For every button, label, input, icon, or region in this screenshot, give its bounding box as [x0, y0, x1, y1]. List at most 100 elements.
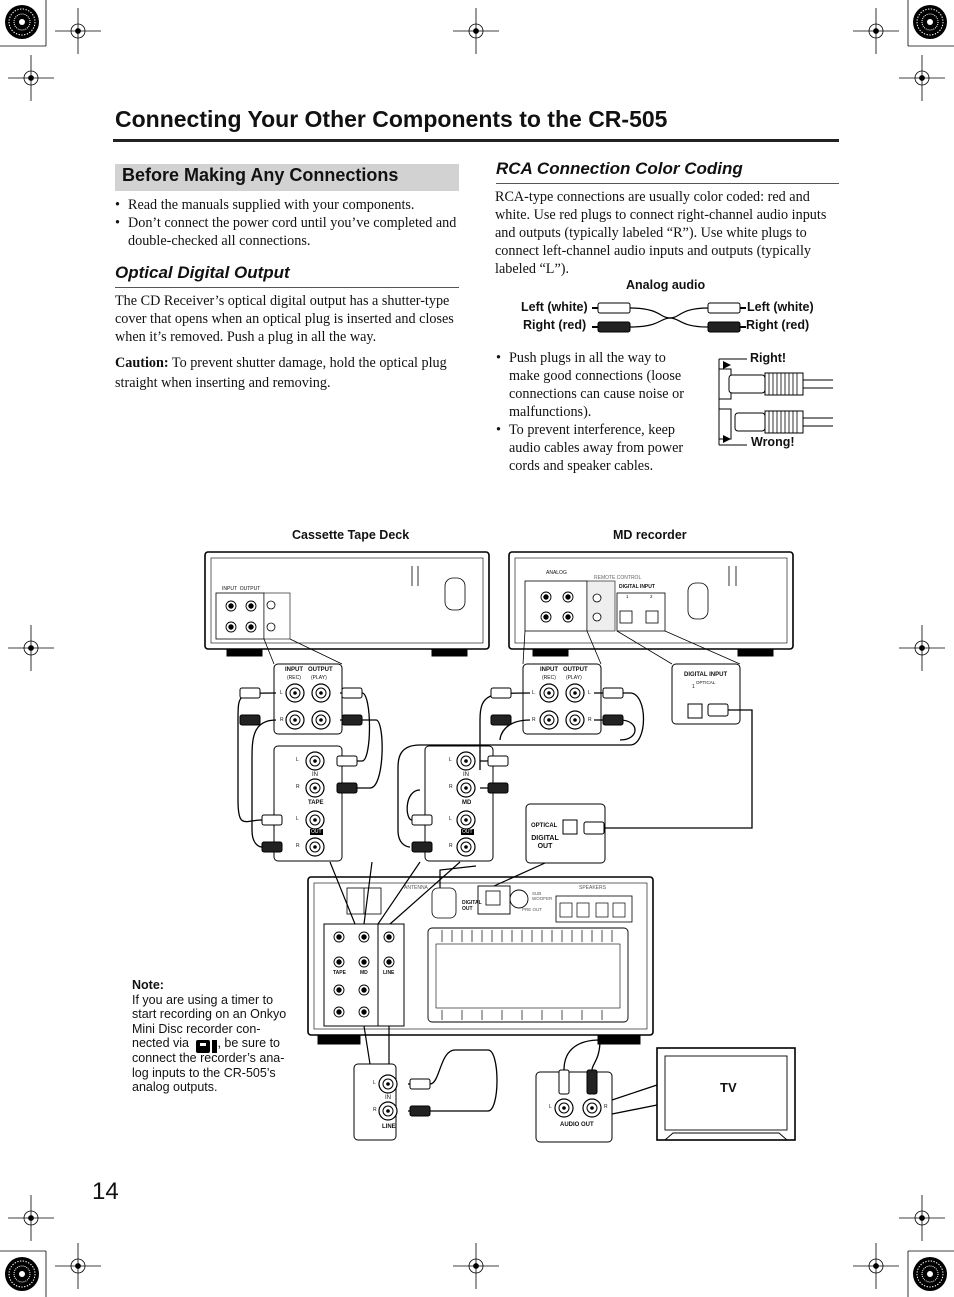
- md-label: MD: [462, 800, 472, 806]
- note-text-start: If you are using a timer to start record…: [132, 992, 287, 1051]
- tape-output-label: OUTPUT: [308, 667, 333, 673]
- digital-out-label: DIGITAL OUT: [531, 835, 559, 850]
- right-channel-label: R: [604, 1104, 608, 1110]
- page-title: Connecting Your Other Components to the …: [115, 106, 668, 132]
- left-channel-label: L: [296, 757, 299, 763]
- md-recorder: [508, 551, 794, 657]
- md-jack-panel: [522, 663, 602, 735]
- md-out-label: OUT: [461, 829, 474, 835]
- tv-line-label: LINE: [382, 1124, 396, 1130]
- caution-paragraph: Caution: To prevent shutter damage, hold…: [115, 353, 455, 393]
- receiver-md-label: MD: [360, 970, 368, 976]
- ri-remote-icon: [196, 1040, 217, 1053]
- tape-rec-label: (REC): [287, 675, 301, 681]
- cr-505-receiver: [307, 876, 654, 1045]
- optical-label: OPTICAL: [531, 823, 558, 829]
- tv-label: TV: [720, 1080, 737, 1095]
- left-channel-label: L: [449, 816, 452, 822]
- left-channel-label: L: [296, 816, 299, 822]
- md-input-label: INPUT: [540, 667, 558, 673]
- before-connections-list: Read the manuals supplied with your comp…: [115, 196, 460, 250]
- cassette-deck-label: Cassette Tape Deck: [292, 528, 410, 542]
- note-title: Note:: [132, 978, 164, 992]
- tv-in-label: IN: [385, 1095, 391, 1101]
- tape-label: TAPE: [308, 800, 324, 806]
- cassette-input-label: INPUT: [222, 586, 237, 592]
- section-rule: [496, 183, 839, 184]
- right-channel-label: R: [588, 717, 592, 723]
- white-plug-icon: [707, 302, 746, 314]
- sunburst-mark-icon: [5, 5, 39, 39]
- optical-heading: Optical Digital Output: [115, 263, 290, 282]
- left-white-label: Left (white): [747, 300, 814, 314]
- right-correct-label: Right!: [750, 351, 787, 365]
- md-remote-control-label: REMOTE CONTROL: [594, 575, 642, 581]
- crosshair-marks: [8, 8, 945, 1289]
- section-banner: Before Making Any Connections: [115, 164, 459, 191]
- pre-out-label: PRE OUT: [522, 907, 543, 912]
- analog-audio-label: Analog audio: [626, 278, 706, 292]
- md-digital-input-label: DIGITAL INPUT: [684, 672, 728, 678]
- sunburst-mark-icon: [913, 1257, 947, 1291]
- note-block: Note: If you are using a timer to start …: [132, 978, 297, 1095]
- arrow-icon: [723, 435, 731, 443]
- red-plug-icon: [707, 321, 746, 333]
- right-red-label: Right (red): [746, 318, 810, 332]
- rca-tips-list: Push plugs in all the way to make good c…: [496, 349, 696, 475]
- md-digital-input-2: 2: [650, 594, 653, 599]
- rca-paragraph: RCA-type connections are usually color c…: [495, 189, 827, 277]
- rca-cable-figure: [592, 302, 746, 333]
- cassette-deck: [204, 551, 490, 657]
- md-rec-label: (REC): [542, 675, 556, 681]
- right-channel-label: R: [296, 843, 300, 849]
- sunburst-mark-icon: [5, 1257, 39, 1291]
- md-optical-label: OPTICAL: [696, 680, 716, 685]
- md-digital-input-small-label: DIGITAL INPUT: [619, 584, 655, 590]
- caution-text: To prevent shutter damage, hold the opti…: [115, 355, 447, 391]
- right-red-label: Right (red): [523, 318, 587, 332]
- receiver-digital-out-label: DIGITAL OUT: [462, 900, 482, 912]
- left-channel-label: L: [532, 690, 535, 696]
- tape-in-label: IN: [312, 772, 318, 778]
- md-in-label: IN: [463, 772, 469, 778]
- tape-input-label: INPUT: [285, 667, 303, 673]
- left-channel-label: L: [449, 757, 452, 763]
- section-rule: [115, 287, 459, 288]
- left-channel-label: L: [373, 1080, 376, 1086]
- right-channel-label: R: [532, 717, 536, 723]
- antenna-label: ANTENNA: [404, 885, 428, 891]
- right-channel-label: R: [449, 843, 453, 849]
- caution-label: Caution:: [115, 355, 169, 371]
- cassette-output-label: OUTPUT: [239, 586, 261, 592]
- sunburst-mark-icon: [913, 5, 947, 39]
- left-channel-label: L: [549, 1104, 552, 1110]
- list-item: To prevent interference, keep audio cabl…: [496, 421, 696, 475]
- plug-insertion-figure: [718, 358, 833, 446]
- subwoofer-label: SUB WOOFER: [532, 891, 553, 901]
- list-item: Don’t connect the power cord until you’v…: [115, 214, 460, 250]
- receiver-md-panel: [424, 745, 494, 862]
- page-number: 14: [92, 1178, 119, 1205]
- optical-paragraph: The CD Receiver’s optical digital output…: [115, 293, 454, 345]
- wrong-label: Wrong!: [751, 435, 795, 449]
- tape-out-label: OUT: [310, 829, 323, 835]
- audio-out-label: AUDIO OUT: [560, 1122, 594, 1128]
- tape-play-label: (PLAY): [311, 675, 327, 681]
- right-channel-label: R: [280, 717, 284, 723]
- left-white-label: Left (white): [521, 300, 588, 314]
- md-recorder-label: MD recorder: [613, 528, 687, 542]
- md-analog-label: ANALOG: [546, 570, 567, 576]
- list-item: Read the manuals supplied with your comp…: [115, 196, 460, 214]
- rca-heading: RCA Connection Color Coding: [496, 159, 743, 178]
- tv-set: [656, 1047, 796, 1141]
- md-output-label: OUTPUT: [563, 667, 588, 673]
- left-channel-label: L: [280, 690, 283, 696]
- receiver-tape-label: TAPE: [333, 970, 346, 976]
- before-connections-heading: Before Making Any Connections: [122, 165, 399, 185]
- list-item: Push plugs in all the way to make good c…: [496, 349, 696, 421]
- speakers-label: SPEAKERS: [579, 885, 606, 891]
- left-channel-label: L: [588, 690, 591, 696]
- md-play-label: (PLAY): [566, 675, 582, 681]
